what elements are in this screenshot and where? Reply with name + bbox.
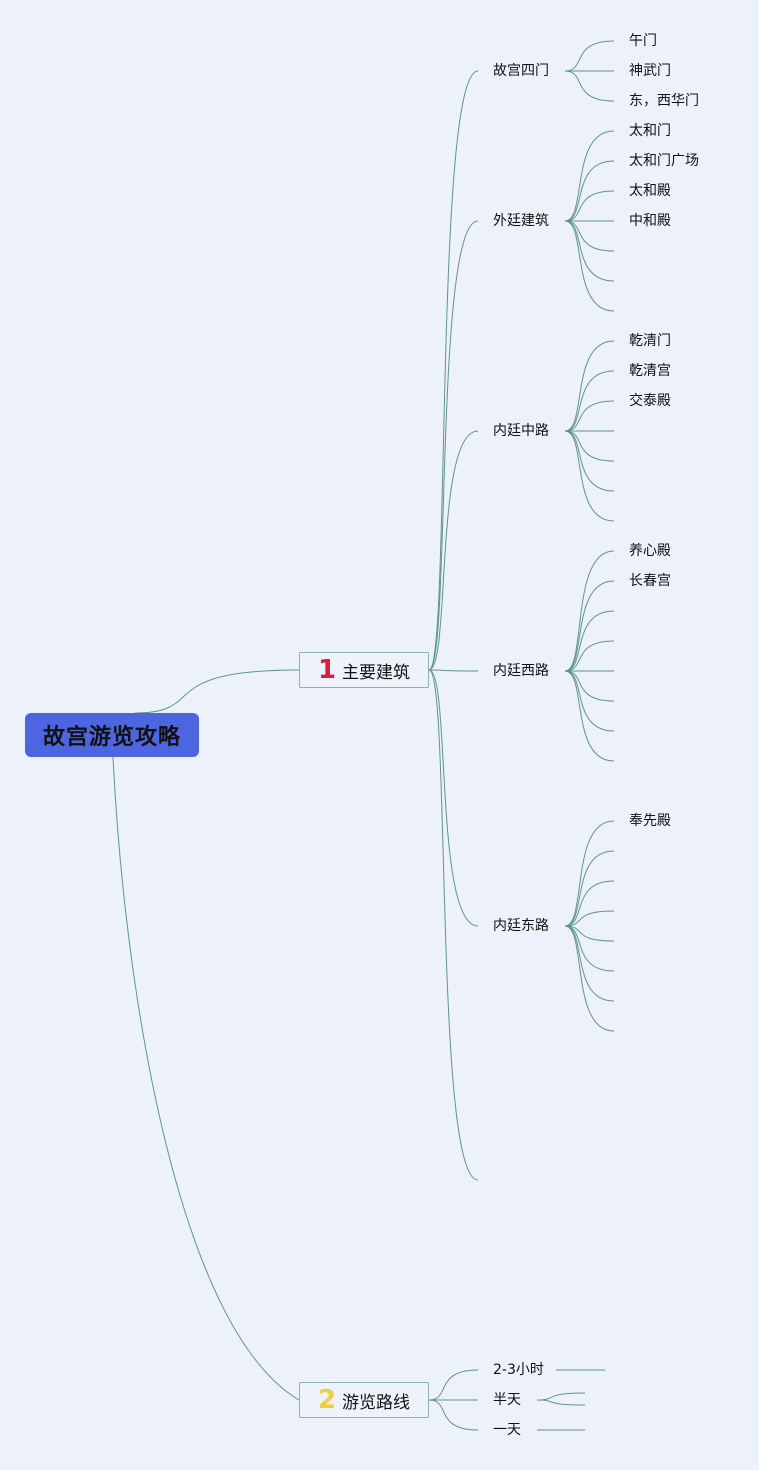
- connector-leaf-1-0: [564, 130, 615, 222]
- connector-leaf-2-2: [564, 400, 615, 432]
- connector-leaf-2-4: [564, 430, 615, 462]
- branch-number-2: 2: [317, 1385, 337, 1415]
- connector-leaf-4-7: [564, 925, 615, 1032]
- leaf-topic[interactable]: 太和门广场: [629, 153, 699, 169]
- connector-leaf-1-6: [564, 220, 615, 312]
- connector-leaf-3-1: [564, 580, 615, 672]
- connector-leaf-3-2: [564, 610, 615, 672]
- connector-leaf-4-3: [564, 910, 615, 927]
- connector-leaf-4-4: [564, 925, 615, 942]
- subtopic-palace-gates[interactable]: 故宫四门: [493, 63, 549, 79]
- connector-leaf-2-1: [564, 370, 615, 432]
- leaf-topic[interactable]: 乾清宫: [629, 363, 671, 379]
- subtopic-inner-central[interactable]: 内廷中路: [493, 423, 549, 439]
- subtopic-inner-east[interactable]: 内廷东路: [493, 918, 549, 934]
- leaf-topic[interactable]: 乾清门: [629, 333, 671, 349]
- branch-topic-label: 主要建筑: [342, 662, 411, 683]
- connector-leaf-4-5: [564, 925, 615, 972]
- subtopic-outer-court[interactable]: 外廷建筑: [493, 213, 549, 229]
- connector-root-branch-1: [134, 669, 300, 714]
- leaf-topic[interactable]: 太和殿: [629, 183, 671, 199]
- connector-subtopic-2-3-hours: [428, 1369, 479, 1401]
- branch-number-1: 1: [317, 655, 337, 685]
- connector-subtopic-blank: [428, 669, 479, 1181]
- connector-leaf-4-6: [564, 925, 615, 1002]
- connector-subtopic-palace-gates: [428, 70, 479, 671]
- leaf-topic[interactable]: 神武门: [629, 63, 671, 79]
- connector-leaf-2-6: [564, 430, 615, 522]
- branch-topic-main-buildings[interactable]: 1 主要建筑: [299, 652, 429, 688]
- connector-leaf-3-5: [564, 670, 615, 702]
- connector-root-branch-2: [112, 756, 300, 1401]
- root-topic[interactable]: 故宫游览攻略: [25, 713, 199, 757]
- subtopic-inner-west[interactable]: 内廷西路: [493, 663, 549, 679]
- leaf-topic[interactable]: 交泰殿: [629, 393, 671, 409]
- connector-leaf-1-4: [564, 220, 615, 252]
- connector-subtopic-inner-central: [428, 430, 479, 671]
- connector-leaf-3-3: [564, 640, 615, 672]
- leaf-topic[interactable]: 中和殿: [629, 213, 671, 229]
- connector-subtopic-inner-west: [428, 669, 479, 672]
- leaf-topic[interactable]: 东，西华门: [629, 93, 699, 109]
- connector-leaf-route-1-0: [536, 1392, 586, 1401]
- connector-subtopic-inner-east: [428, 669, 479, 927]
- leaf-topic[interactable]: 长春宫: [629, 573, 671, 589]
- connector-leaf-4-0: [564, 820, 615, 927]
- connector-subtopic-outer-court: [428, 220, 479, 671]
- connector-leaf-route-1-1: [536, 1399, 586, 1406]
- connector-leaf-1-2: [564, 190, 615, 222]
- leaf-topic[interactable]: 奉先殿: [629, 813, 671, 829]
- root-topic-label: 故宫游览攻略: [42, 725, 181, 750]
- leaf-topic[interactable]: 养心殿: [629, 543, 671, 559]
- connector-leaf-4-2: [564, 880, 615, 927]
- connector-leaf-0-2: [564, 70, 615, 102]
- connector-leaf-4-1: [564, 850, 615, 927]
- branch-topic-tour-routes[interactable]: 2 游览路线: [299, 1382, 429, 1418]
- connector-leaf-3-7: [564, 670, 615, 762]
- leaf-topic[interactable]: 午门: [629, 33, 657, 49]
- subtopic-half-day[interactable]: 半天: [493, 1392, 521, 1408]
- connector-leaf-2-0: [564, 340, 615, 432]
- connector-leaf-1-1: [564, 160, 615, 222]
- subtopic-2-3-hours[interactable]: 2-3小时: [493, 1362, 544, 1378]
- branch-topic-label: 游览路线: [342, 1392, 411, 1413]
- connector-leaf-0-0: [564, 40, 615, 72]
- subtopic-full-day[interactable]: 一天: [493, 1422, 521, 1438]
- connector-leaf-3-0: [564, 550, 615, 672]
- connector-subtopic-full-day: [428, 1399, 479, 1431]
- leaf-topic[interactable]: 太和门: [629, 123, 671, 139]
